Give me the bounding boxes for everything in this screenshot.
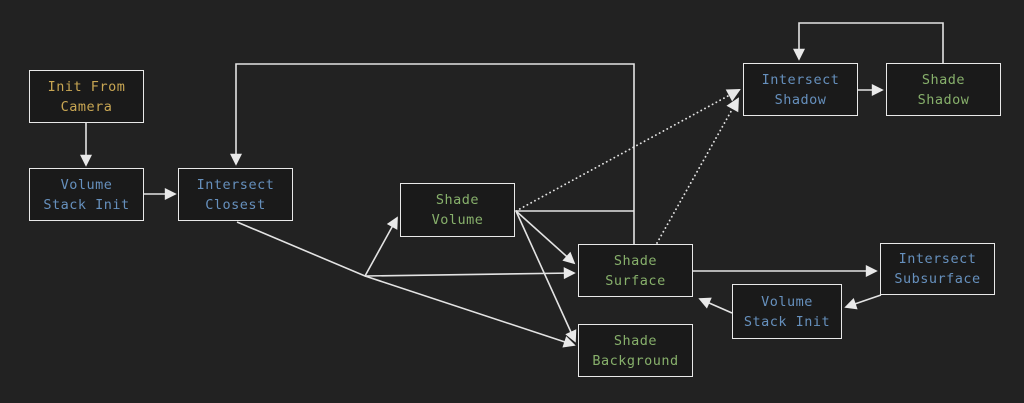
edge-shade-surface-to-intersect-closest bbox=[230, 63, 635, 244]
shade-surface-label-line: Shade bbox=[613, 252, 658, 269]
intersect-subsurface-label-line: Intersect bbox=[898, 251, 977, 267]
intersect-closest-label-line: Closest bbox=[205, 196, 266, 213]
intersect-subsurface-label-line: Subsurface bbox=[894, 271, 981, 287]
edge-intersect-closest-to-shade-background bbox=[364, 275, 576, 348]
edge-shade-volume-to-shade-background bbox=[515, 210, 577, 343]
edge-shade-shadow-to-intersect-shadow bbox=[793, 22, 944, 63]
shade-shadow-label-line: Shadow bbox=[917, 91, 970, 108]
intersect-shadow-label-line: Shadow bbox=[774, 91, 827, 108]
volume-stack-init-2-label-line: Stack Init bbox=[743, 313, 831, 330]
init-from-camera-label-line: Camera bbox=[60, 98, 113, 115]
edge-volume-stack-init-to-shade-surface bbox=[698, 297, 733, 314]
init-from-camera-label-line: Init From bbox=[47, 78, 126, 95]
shade-surface-label-line: Surface bbox=[605, 272, 666, 289]
volume-stack-init-1-label-line: Stack Init bbox=[43, 196, 130, 213]
volume-stack-init-2-label-line: Volume bbox=[761, 293, 813, 310]
shade-volume-label-line: Volume bbox=[431, 212, 484, 228]
edge-shade-volume-to-shade-surface bbox=[515, 210, 576, 265]
edge-intersect-subsurface-to-volume-stack-init bbox=[844, 294, 882, 310]
edge-shade-volume-to-intersect-shadow bbox=[515, 89, 741, 212]
shade-background-label-line: Background bbox=[592, 352, 679, 369]
shade-background-label-line: Shade bbox=[613, 332, 658, 349]
edge-intersect-closest-to-shade-surface bbox=[364, 267, 576, 280]
edge-intersect-closest-to-shade-volume bbox=[236, 216, 398, 278]
intersect-shadow-label-line: Intersect bbox=[761, 71, 840, 88]
shade-shadow-label-line: Shade bbox=[921, 71, 966, 88]
intersect-closest-label-line: Intersect bbox=[196, 176, 275, 193]
volume-stack-init-1-label-line: Volume bbox=[60, 176, 113, 193]
edge-shade-surface-to-intersect-shadow bbox=[656, 97, 739, 244]
shade-volume-label-line: Shade bbox=[435, 192, 480, 208]
